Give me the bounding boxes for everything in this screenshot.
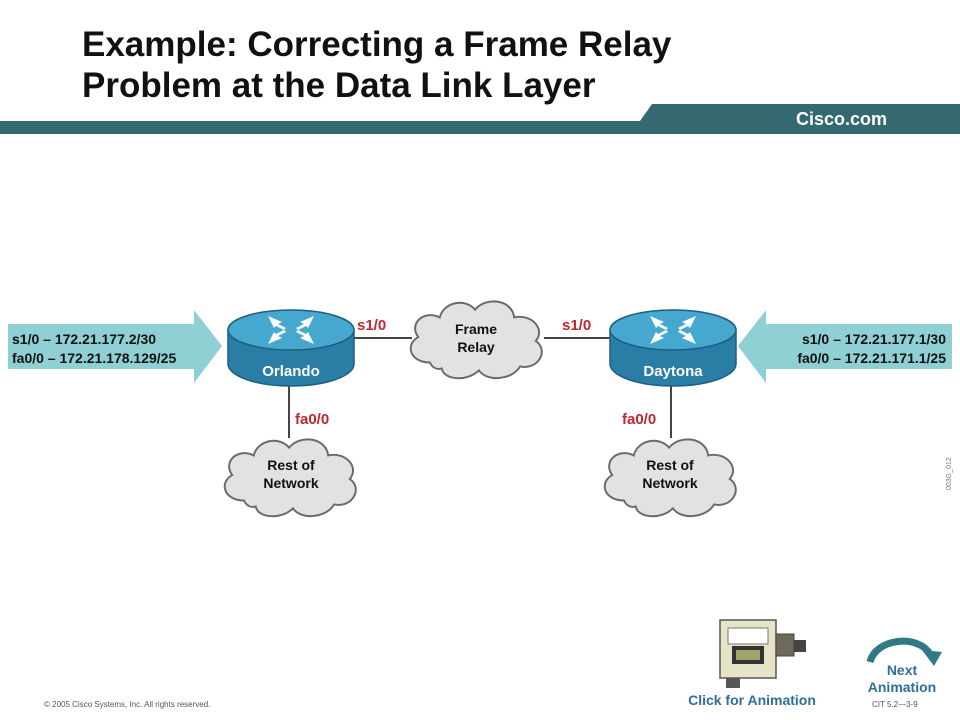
router-daytona-label: Daytona	[643, 363, 703, 380]
arrow-left-info	[8, 310, 222, 383]
frame-relay-label-1: Frame	[455, 321, 497, 337]
header-bar	[0, 104, 960, 134]
orlando-serial-label: s1/0	[357, 317, 386, 334]
left-info-line1: s1/0 – 172.21.177.2/30	[12, 331, 156, 347]
right-info-line1: s1/0 – 172.21.177.1/30	[802, 331, 946, 347]
title-line-2: Problem at the Data Link Layer	[82, 66, 596, 105]
click-for-animation-label: Click for Animation	[688, 692, 816, 708]
course-code: CIT 5.2—3-9	[872, 700, 918, 709]
brand-logo: Cisco.com	[796, 109, 888, 129]
next-label-line2: Animation	[867, 679, 937, 695]
left-network-label-2: Network	[263, 475, 318, 491]
daytona-serial-label: s1/0	[562, 317, 591, 334]
figure-id: 003G_012	[946, 457, 953, 490]
right-network-label-2: Network	[642, 475, 697, 491]
frame-relay-label-2: Relay	[457, 339, 495, 355]
orlando-fast-label: fa0/0	[295, 411, 329, 428]
right-info-line2: fa0/0 – 172.21.171.1/25	[797, 350, 946, 366]
copyright-text: © 2005 Cisco Systems, Inc. All rights re…	[44, 700, 211, 709]
arrow-right-info	[738, 310, 952, 383]
click-for-animation-button[interactable]: Click for Animation	[676, 612, 828, 712]
next-animation-button[interactable]: Next Animation	[856, 632, 948, 702]
video-camera-icon	[719, 619, 806, 688]
router-orlando-label: Orlando	[262, 363, 320, 380]
page-title: Example: Correcting a Frame Relay Proble…	[82, 24, 842, 106]
daytona-fast-label: fa0/0	[622, 411, 656, 428]
next-label-line1: Next	[886, 662, 918, 678]
left-info-line2: fa0/0 – 172.21.178.129/25	[12, 350, 176, 366]
right-network-label-1: Rest of	[646, 457, 694, 473]
title-line-1: Example: Correcting a Frame Relay	[82, 25, 672, 64]
curved-arrow-icon	[866, 637, 942, 666]
left-network-label-1: Rest of	[267, 457, 315, 473]
